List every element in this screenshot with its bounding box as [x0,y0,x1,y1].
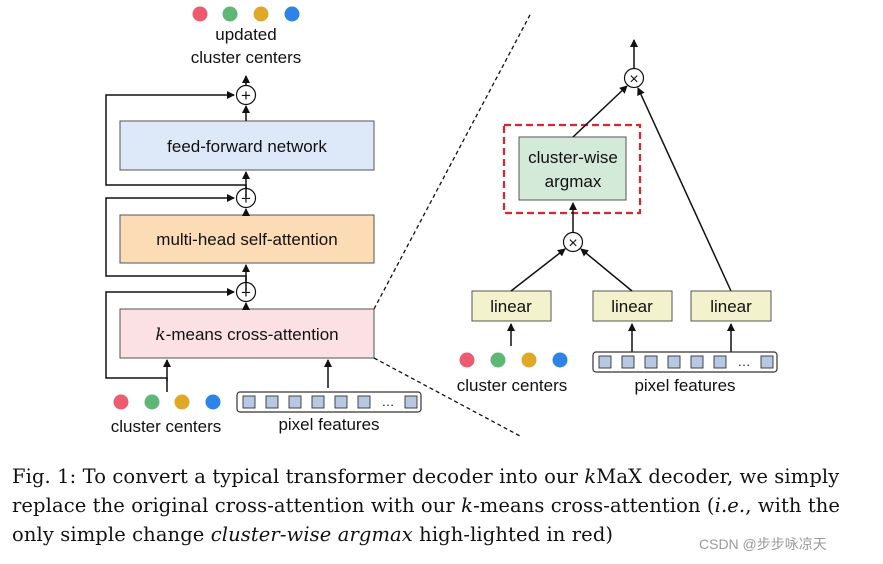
linear-label-2: linear [611,297,653,316]
svg-text:×: × [629,71,638,88]
detail-dot-blue [552,352,568,368]
svg-text:×: × [568,235,577,252]
detail-cluster-label: cluster centers [457,376,568,395]
output-dot-blue [284,6,300,22]
input-dot-green [144,394,160,410]
kmax-decoder-diagram: updated cluster centers + feed-forward n… [105,6,778,437]
residual-loop-ffn [105,91,247,197]
input-cluster-label: cluster centers [111,417,222,436]
linear-box-2 [592,290,673,322]
multiply-bottom [562,231,584,253]
input-pixel-squares [242,395,418,409]
kmeans-cross-attention-box [119,308,375,359]
linear-label-3: linear [710,297,752,316]
detail-pixel-squares [598,355,774,369]
detail-pixel-strip [592,351,778,373]
caption-fig-label: Fig. 1: [12,465,77,488]
csdn-watermark: CSDN @步步咏凉天 [697,534,829,554]
detail-dot-green [490,352,506,368]
cluster-wise-argmax-box [518,136,627,201]
svg-text:+: + [241,189,251,208]
detail-dot-red [459,352,475,368]
input-pixel-ellipsis: … [382,394,395,409]
output-dot-green [222,6,238,22]
output-dot-red [192,6,208,22]
svg-text:+: + [241,283,251,302]
argmax-label-line1: cluster-wise [528,148,618,167]
output-dot-yellow [253,6,269,22]
ffn-box [119,120,375,171]
residual-loop-mhsa [105,194,247,291]
ffn-label: feed-forward network [167,137,327,156]
input-dot-red [113,394,129,410]
residual-add-top [235,84,257,106]
linear-label-1: linear [490,297,532,316]
multiply-top [623,67,645,89]
output-label-line1: updated [215,25,276,44]
caption-argmax-phrase: cluster-wise argmax [210,523,413,546]
svg-text:+: + [241,86,251,105]
input-dot-blue [205,394,221,410]
output-label-line2: cluster centers [191,48,302,67]
input-dot-yellow [174,394,190,410]
figure-caption: Fig. 1: To convert a typical transformer… [12,465,841,546]
argmax-highlight [502,123,642,215]
kmeans-label: k-means cross-attention [155,325,338,345]
zoom-line-top [373,12,532,310]
input-pixel-label: pixel features [278,415,379,434]
argmax-label-line2: argmax [545,172,602,191]
detail-pixel-ellipsis: … [738,354,751,369]
input-pixel-strip [236,391,422,413]
linear-box-3 [690,290,772,322]
detail-dot-yellow [521,352,537,368]
detail-pixel-label: pixel features [634,376,735,395]
mhsa-label: multi-head self-attention [156,230,337,249]
linear-box-1 [471,290,552,322]
